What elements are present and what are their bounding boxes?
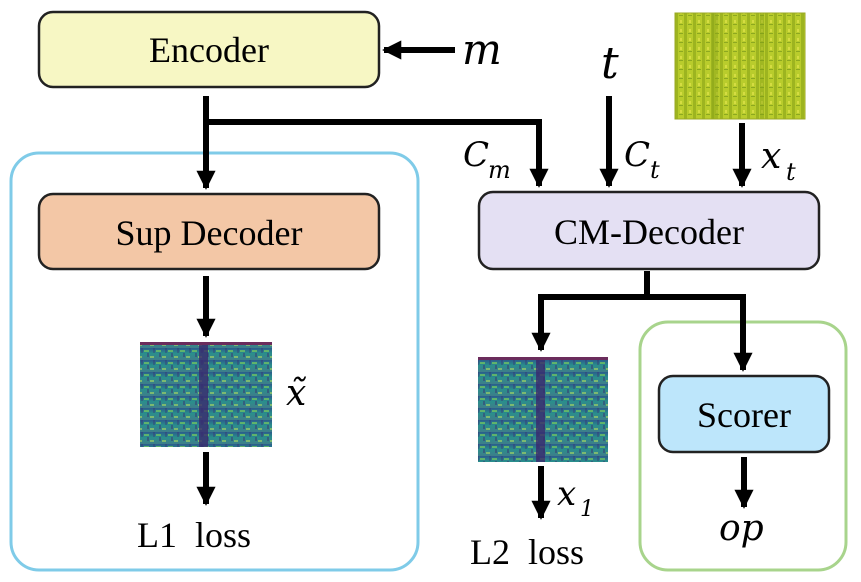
svg-text:1: 1 [580,497,594,522]
encoder-label: Encoder [149,30,269,70]
edge-label-x-t: x t [761,136,796,186]
scorer-label: Scorer [697,395,791,435]
svg-text:x: x [557,474,576,514]
arrow-cm-decoder-to-x1 [531,294,647,352]
svg-text:m: m [488,156,511,184]
sup-decoder-block: Sup Decoder [37,192,381,271]
cm-decoder-block: CM-Decoder [477,190,821,271]
arrow-cm-decoder-to-scorer [647,294,753,372]
edge-label-c-m: C m [463,135,511,184]
input-t-label: t [601,38,619,89]
svg-text:C: C [463,135,489,175]
cm-output-spectrogram-icon [478,357,608,462]
svg-text:C: C [624,135,650,175]
l2-loss-label: L2 loss [470,532,584,572]
encoder-block: Encoder [37,10,381,89]
edge-label-x-1: x 1 [557,474,594,522]
arrow-encoder-to-cm-decoder [206,119,549,188]
input-m-label: m [462,25,502,74]
sup-decoder-panel [9,151,420,572]
svg-text:x: x [761,136,781,177]
edge-label-x-tilde: x̃ [286,373,306,414]
op-label: op [719,508,764,549]
edge-label-c-t: C t [624,135,660,184]
scorer-block: Scorer [657,374,831,454]
cm-decoder-label: CM-Decoder [554,212,744,252]
svg-text:t: t [786,158,796,186]
input-spectrogram-icon [674,12,806,120]
svg-text:t: t [650,156,660,184]
sup-output-spectrogram-icon [140,342,272,447]
sup-decoder-label: Sup Decoder [116,213,303,253]
l1-loss-label: L1 loss [137,515,251,555]
